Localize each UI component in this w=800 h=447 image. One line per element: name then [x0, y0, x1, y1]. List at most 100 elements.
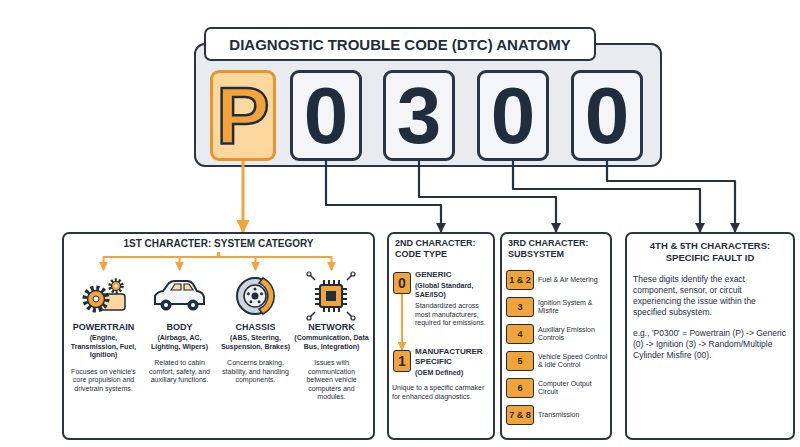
section-panel: 2ND CHARACTER: CODE TYPE 0 1 [387, 232, 495, 440]
category-detail: (Engine, Transmission, Fuel, Ignition) [66, 334, 141, 360]
connector-arrow [401, 294, 403, 350]
circuit-trace [310, 275, 352, 317]
connector-arrow [219, 252, 332, 270]
label-text: GENERIC [415, 270, 491, 280]
circuit-node [351, 316, 355, 320]
code-character-tile: 3 [383, 70, 455, 161]
badge-number: 5 [517, 356, 522, 366]
digit-badge: 6 [506, 378, 534, 398]
category-item: CHASSIS(ABS, Steering, Suspension, Brake… [218, 270, 293, 436]
chip-core [326, 291, 336, 301]
category-item: POWERTRAIN(Engine, Transmission, Fuel, I… [66, 270, 141, 436]
gear [112, 282, 121, 291]
circuit-node [307, 272, 311, 276]
label-text: (Global Standard, SAE/ISO) [415, 282, 491, 299]
badge-number: 0 [398, 275, 406, 291]
category-description: Issues with communication between vehicl… [294, 359, 369, 402]
brake-caliper [259, 278, 274, 314]
chip-body [320, 285, 342, 307]
circuit-node [307, 316, 311, 320]
code-character-tile: 0 [477, 70, 549, 161]
connector-arrow [104, 252, 219, 270]
badge-number: 3 [517, 302, 522, 312]
bolt-hole [260, 292, 263, 295]
car-window [171, 284, 193, 290]
connector-arrow [242, 161, 245, 232]
category-name: BODY [142, 322, 217, 333]
tile-character: 0 [585, 76, 630, 156]
bolt-hole [249, 300, 252, 303]
digit-badge: 0 [393, 272, 411, 294]
category-detail: (Airbags, AC, Lighting, Wipers) [142, 334, 217, 351]
badge-number: 6 [517, 383, 522, 393]
bolt-hole [258, 300, 261, 303]
tile-character: 0 [304, 76, 349, 156]
chip-pins [315, 288, 319, 306]
digit-badge: 7 & 8 [506, 405, 534, 425]
panel-heading: 4TH & 5TH CHARACTERS: SPECIFIC FAULT ID [633, 240, 787, 264]
gear-hub [114, 284, 117, 287]
label-text: Fuel & Air Metering [538, 270, 608, 290]
tile-character: P [216, 76, 269, 156]
chip-pins [323, 280, 341, 284]
category-detail: (Communication, Data Bus, Integration) [294, 334, 369, 351]
disc-hat [244, 285, 266, 307]
code-character-tile: P [210, 70, 276, 161]
panel-heading: 2ND CHARACTER: CODE TYPE [395, 238, 487, 260]
category-detail: (ABS, Steering, Suspension, Brakes) [218, 334, 293, 351]
digit-badge: 4 [506, 324, 534, 344]
car-icon [155, 281, 204, 311]
label-text: Standardized across most manufacturers, … [415, 302, 491, 328]
connector-arrow [180, 252, 219, 270]
chip-pins [323, 308, 341, 312]
disc-center [252, 293, 259, 300]
title-box [205, 28, 595, 60]
connector-arrow [419, 161, 556, 232]
chip-pins [343, 288, 347, 306]
badge-number: 1 [398, 353, 406, 369]
label-text: Computer Output Circuit [538, 378, 608, 398]
category-description: Concerns braking, stability, and handlin… [218, 359, 293, 385]
code-character-tile: 0 [571, 70, 643, 161]
panel-heading: 1ST CHARACTER: SYSTEM CATEGORY [70, 238, 367, 250]
gear [88, 291, 105, 308]
digit-badge: 3 [506, 297, 534, 317]
connector-arrow [219, 252, 256, 270]
tile-character: 0 [491, 76, 536, 156]
category-description: Related to cabin comfort, safety, and au… [142, 359, 217, 385]
category-name: CHASSIS [218, 322, 293, 333]
tile-character: 3 [397, 76, 442, 156]
gear-teeth [110, 280, 122, 292]
car-wheel [161, 300, 172, 311]
gear-hub [93, 296, 99, 302]
connector-arrow [607, 161, 735, 232]
category-description: Focuses on vehicle's core propulsion and… [66, 368, 141, 394]
digit-badge: 1 & 2 [506, 270, 534, 290]
panel-body: These digits identify the exact componen… [633, 274, 787, 318]
diagram-title: DIAGNOSTIC TROUBLE CODE (DTC) ANATOMY [205, 28, 595, 60]
badge-number: 7 & 8 [509, 410, 531, 420]
category-item: BODY(Airbags, AC, Lighting, Wipers) Relat… [142, 270, 217, 436]
section-panel: 4TH & 5TH CHARACTERS: SPECIFIC FAULT ID T… [625, 232, 795, 440]
label-text: Transmission [538, 405, 608, 425]
label-text: Unique to a specific carmaker for enhanc… [392, 384, 490, 401]
label-text: Ignition System & Misfire [538, 297, 608, 317]
brake-icon [237, 278, 274, 314]
category-name: POWERTRAIN [66, 322, 141, 333]
tile-panel [195, 44, 661, 166]
label-text: (OEM Defined) [415, 369, 491, 378]
car-body [155, 281, 204, 304]
category-name: NETWORK [294, 322, 369, 333]
category-item: NETWORK(Communication, Data Bus, Integra… [294, 270, 369, 436]
wheel-hub [191, 303, 195, 307]
panel-heading: 3RD CHARACTER: SUBSYSTEM [508, 238, 604, 260]
chip-icon [307, 272, 355, 320]
wheel-hub [164, 303, 168, 307]
bolt-hole [247, 292, 250, 295]
digit-badge: 1 [393, 350, 411, 372]
badge-number: 1 & 2 [509, 275, 531, 285]
section-panel: 1ST CHARACTER: SYSTEM CATEGORY POWERTRAIN… [62, 232, 375, 440]
label-text: MANUFACTURER SPECIFIC [415, 347, 491, 367]
badge-number: 4 [517, 329, 522, 339]
